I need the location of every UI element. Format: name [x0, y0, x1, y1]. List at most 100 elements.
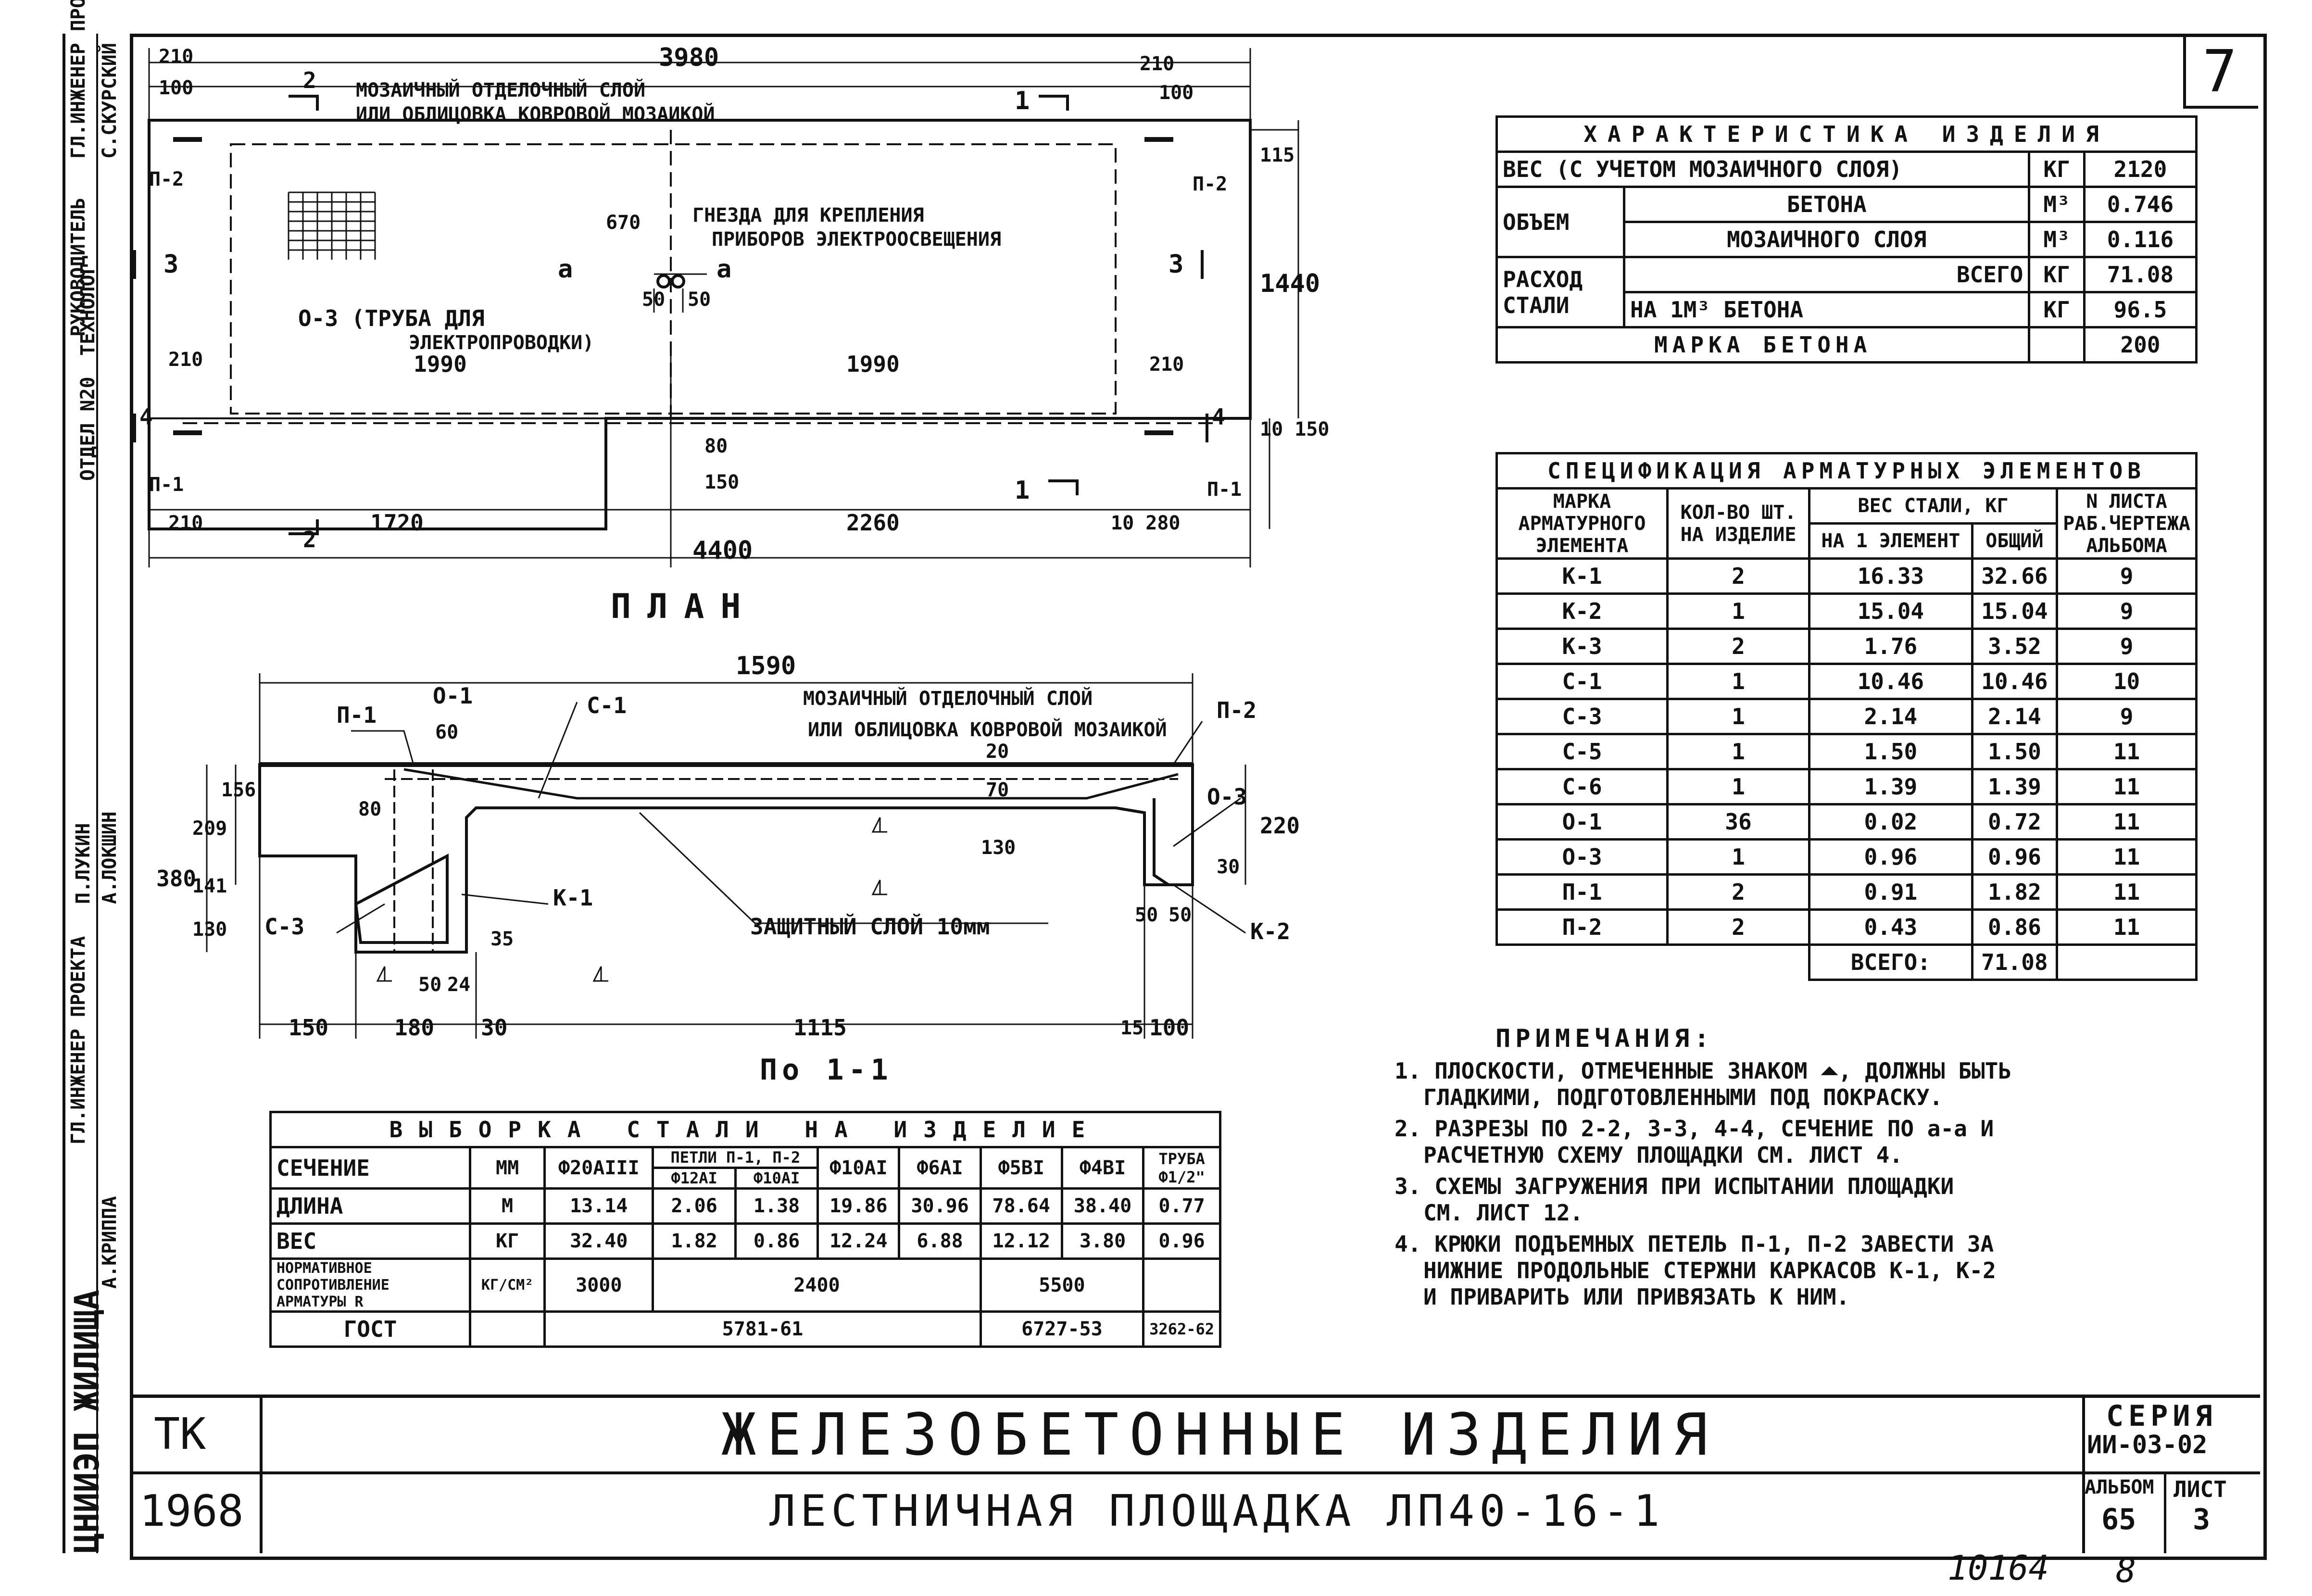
spec-cell-per: 0.02 [1808, 803, 1973, 841]
spec-cell-qty: 2 [1666, 908, 1810, 946]
spec-cell-mark: К-2 [1495, 592, 1669, 630]
steel-length-cell: 2.06 [652, 1187, 737, 1225]
char-mosaic-value: 0.116 [2083, 221, 2198, 258]
spec-cell-mark: О-3 [1495, 838, 1669, 876]
section-label: С-3 [264, 914, 305, 940]
dim-label: 210 [1140, 53, 1175, 75]
dim-label: 50 [1135, 904, 1158, 926]
spec-cell-mark: П-1 [1495, 873, 1669, 911]
steel-weight-cell: 6.88 [898, 1222, 982, 1260]
section-label: П-2 [1217, 697, 1257, 723]
dim-label: 50 [688, 289, 711, 311]
note-line: СМ. ЛИСТ 12. [1423, 1200, 1583, 1226]
char-grade-label: МАРКА БЕТОНА [1495, 326, 2031, 364]
dim-label: 150 [289, 1015, 329, 1041]
steel-gost-label: ГОСТ [269, 1310, 471, 1348]
title-block-sub-title: ЛЕСТНИЧНАЯ ПЛОЩАДКА ЛП40-16-1 [769, 1486, 1665, 1536]
steel-length-label: ДЛИНА [269, 1187, 471, 1225]
dim-label: 1440 [1260, 269, 1320, 298]
plan-cut-label: 4 [1212, 404, 1225, 430]
sheet-number-top: 7 [2202, 38, 2237, 105]
dim-label: 130 [981, 837, 1016, 859]
spec-cell-mark: К-3 [1495, 628, 1669, 665]
dim-label: 10 280 [1111, 512, 1181, 534]
steel-resist-c: 5500 [979, 1257, 1145, 1313]
note-line: 3. СХЕМЫ ЗАГРУЖЕНИЯ ПРИ ИСПЫТАНИИ ПЛОЩАД… [1395, 1173, 1954, 1199]
spec-cell-per: 1.76 [1808, 628, 1973, 665]
steel-length-cell: 1.38 [734, 1187, 819, 1225]
spec-cell-sheet: 9 [2056, 628, 2198, 665]
dim-label: 35 [490, 928, 514, 950]
char-mosaic-unit: М³ [2028, 221, 2086, 258]
spec-cell-sheet: 11 [2056, 803, 2198, 841]
steel-weight-cell: 3.80 [1060, 1222, 1145, 1260]
dim-label: 1990 [846, 351, 900, 377]
plan-note-sockets: ГНЕЗДА ДЛЯ КРЕПЛЕНИЯ [692, 204, 924, 226]
section-title: По 1-1 [760, 1053, 893, 1087]
plan-loop-label: П-2 [149, 168, 184, 190]
char-concrete-unit: М³ [2028, 186, 2086, 223]
dim-label: 2260 [846, 510, 900, 536]
spec-cell-qty: 1 [1666, 663, 1810, 700]
plan-section-mark: а [558, 255, 573, 284]
title-block-series-label: СЕРИЯ [2106, 1399, 2217, 1433]
plan-cut-label: 2 [303, 67, 316, 93]
steel-h-loops: ПЕТЛИ П-1, П-2 [652, 1146, 819, 1169]
steel-weight-cell: 0.86 [734, 1222, 819, 1260]
steel-h-col: Ф10АI [817, 1146, 901, 1190]
plan-cut-label: 1 [1015, 87, 1030, 115]
spec-cell-mark: С-1 [1495, 663, 1669, 700]
steel-gost-a: 5781-61 [543, 1310, 982, 1348]
plan-note-pipe: О-3 (ТРУБА ДЛЯ [298, 305, 485, 331]
dim-label: 4400 [692, 536, 753, 565]
char-steel-label: РАСХОД СТАЛИ [1495, 256, 1625, 328]
dim-label: 60 [435, 721, 459, 743]
dim-label: 24 [447, 974, 471, 996]
dim-label: 10 150 [1260, 418, 1330, 440]
steel-table: ВЫБОРКА СТАЛИ НА ИЗДЕЛИЕ СЕЧЕНИЕ ММ Ф20А… [269, 1111, 1221, 1348]
spec-h-total: ОБЩИЙ [1971, 522, 2059, 560]
title-block-album-label: АЛЬБОМ [2085, 1476, 2154, 1498]
dim-label: 1720 [370, 510, 424, 536]
dim-label: 80 [704, 435, 728, 457]
steel-title: ВЫБОРКА СТАЛИ НА ИЗДЕЛИЕ [269, 1111, 1221, 1148]
spec-cell-total: 1.82 [1971, 873, 2059, 911]
spec-h-sheet: N ЛИСТА РАБ.ЧЕРТЕЖА АЛЬБОМА [2056, 487, 2198, 560]
spec-cell-sheet: 9 [2056, 557, 2198, 595]
spec-cell-per: 1.50 [1808, 733, 1973, 770]
plan-loop-label: П-1 [149, 474, 184, 496]
spec-cell-mark: С-5 [1495, 733, 1669, 770]
spec-cell-per: 2.14 [1808, 698, 1973, 735]
plan-loop-label: П-1 [1207, 478, 1242, 501]
steel-h-col: Ф6АI [898, 1146, 982, 1190]
title-block-main-title: ЖЕЛЕЗОБЕТОННЫЕ ИЗДЕЛИЯ [721, 1402, 1719, 1469]
char-per-m3-label: НА 1М³ БЕТОНА [1622, 291, 2031, 328]
spec-cell-per: 10.46 [1808, 663, 1973, 700]
spec-h-per: НА 1 ЭЛЕМЕНТ [1808, 522, 1973, 560]
spec-cell-qty: 1 [1666, 768, 1810, 805]
section-label: К-2 [1250, 918, 1291, 944]
spec-cell-qty: 1 [1666, 698, 1810, 735]
notes-title: ПРИМЕЧАНИЯ: [1495, 1024, 1714, 1053]
plan-note-sockets: ПРИБОРОВ ЭЛЕКТРООСВЕЩЕНИЯ [712, 228, 1002, 251]
dim-label: 100 [1159, 82, 1194, 104]
title-block-sheet-value: 3 [2193, 1503, 2211, 1536]
steel-resist-a: 3000 [543, 1257, 654, 1313]
plan-section-mark: а [716, 255, 732, 284]
steel-length-cell: 19.86 [817, 1187, 901, 1225]
dim-label: 50 [642, 289, 666, 311]
dim-label: 210 [159, 46, 194, 68]
steel-length-cell: 78.64 [979, 1187, 1063, 1225]
spec-cell-total: 0.72 [1971, 803, 2059, 841]
spec-h-weight: ВЕС СТАЛИ, КГ [1808, 487, 2059, 525]
spec-cell-sheet: 11 [2056, 873, 2198, 911]
drawing-frame [130, 34, 2267, 1560]
steel-h-col: Ф12АI [652, 1167, 737, 1190]
